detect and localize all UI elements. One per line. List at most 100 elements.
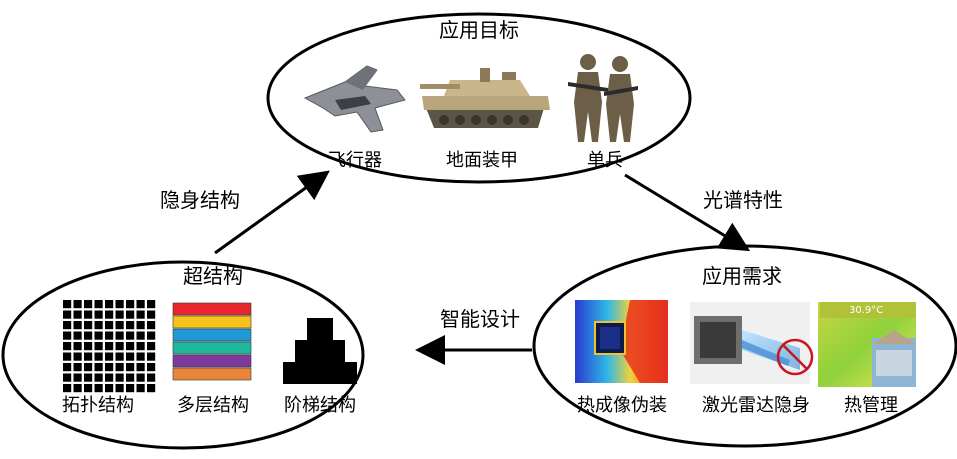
- stack-layer: [172, 315, 252, 329]
- grid-cell: [147, 342, 156, 351]
- grid-cell: [63, 384, 72, 393]
- grid-cell: [105, 352, 114, 361]
- grid-cell: [105, 310, 114, 319]
- soldiers-icon: [568, 54, 638, 142]
- grid-cell: [73, 331, 82, 340]
- left-item-label-stepped: 阶梯结构: [284, 395, 356, 416]
- grid-cell: [94, 352, 103, 361]
- grid-cell: [84, 373, 93, 382]
- grid-cell: [126, 321, 135, 330]
- stack-layer: [172, 354, 252, 368]
- arrow-label-intelligent-design: 智能设计: [440, 307, 520, 331]
- grid-topology-icon: [63, 300, 156, 393]
- grid-cell: [94, 384, 103, 393]
- grid-cell: [115, 342, 124, 351]
- grid-cell: [84, 363, 93, 372]
- grid-cell: [63, 300, 72, 309]
- grid-cell: [105, 373, 114, 382]
- grid-cell: [94, 373, 103, 382]
- stack-layer: [172, 367, 252, 381]
- grid-cell: [115, 363, 124, 372]
- arrow-left-to-top: [214, 170, 330, 255]
- thermal-management-image: 30.9°C: [818, 302, 916, 387]
- grid-cell: [147, 300, 156, 309]
- grid-cell: [63, 373, 72, 382]
- grid-cell: [63, 310, 72, 319]
- grid-cell: [73, 300, 82, 309]
- left-ellipse: [1, 260, 365, 450]
- grid-cell: [84, 310, 93, 319]
- left-ellipse-title: 超结构: [183, 264, 243, 288]
- left-item-label-multilayer: 多层结构: [177, 395, 249, 416]
- grid-cell: [84, 300, 93, 309]
- grid-cell: [94, 310, 103, 319]
- grid-cell: [126, 342, 135, 351]
- top-item-label-armor: 地面装甲: [446, 150, 518, 171]
- grid-cell: [126, 331, 135, 340]
- grid-cell: [147, 363, 156, 372]
- grid-cell: [147, 384, 156, 393]
- grid-cell: [136, 300, 145, 309]
- grid-cell: [126, 352, 135, 361]
- grid-cell: [73, 352, 82, 361]
- jet-aircraft-icon: [303, 65, 406, 133]
- top-ellipse: [266, 12, 692, 184]
- grid-cell: [115, 384, 124, 393]
- grid-cell: [84, 384, 93, 393]
- grid-cell: [105, 342, 114, 351]
- grid-cell: [94, 300, 103, 309]
- grid-cell: [115, 300, 124, 309]
- grid-cell: [136, 321, 145, 330]
- grid-cell: [136, 363, 145, 372]
- grid-cell: [84, 342, 93, 351]
- right-ellipse-title: 应用需求: [702, 264, 782, 288]
- grid-cell: [115, 331, 124, 340]
- prohibited-icon: [776, 338, 814, 376]
- grid-cell: [73, 363, 82, 372]
- grid-cell: [136, 384, 145, 393]
- grid-cell: [94, 363, 103, 372]
- step-pyramid-icon: [283, 318, 357, 384]
- grid-cell: [84, 331, 93, 340]
- grid-cell: [136, 342, 145, 351]
- grid-cell: [136, 310, 145, 319]
- arrow-top-to-right: [624, 173, 751, 252]
- grid-cell: [115, 310, 124, 319]
- grid-cell: [126, 310, 135, 319]
- thermal-camouflage-image: [575, 300, 668, 383]
- stack-layer: [172, 328, 252, 342]
- thermal-readout: 30.9°C: [849, 305, 883, 316]
- grid-cell: [63, 321, 72, 330]
- grid-cell: [126, 373, 135, 382]
- grid-cell: [147, 352, 156, 361]
- grid-cell: [63, 331, 72, 340]
- grid-cell: [84, 321, 93, 330]
- grid-cell: [115, 352, 124, 361]
- left-item-label-topology: 拓扑结构: [62, 395, 134, 416]
- right-item-label-thermal-mgmt: 热管理: [844, 395, 898, 416]
- lidar-stealth-image: [690, 302, 810, 384]
- grid-cell: [126, 363, 135, 372]
- grid-cell: [115, 321, 124, 330]
- arrow-label-stealth-structure: 隐身结构: [160, 188, 240, 212]
- grid-cell: [94, 321, 103, 330]
- grid-cell: [63, 342, 72, 351]
- grid-cell: [105, 321, 114, 330]
- grid-cell: [105, 331, 114, 340]
- grid-cell: [94, 331, 103, 340]
- grid-cell: [126, 384, 135, 393]
- grid-cell: [73, 373, 82, 382]
- tank-icon: [420, 68, 550, 128]
- grid-cell: [63, 352, 72, 361]
- grid-cell: [147, 373, 156, 382]
- grid-cell: [73, 342, 82, 351]
- top-item-label-soldier: 单兵: [587, 150, 623, 171]
- grid-cell: [105, 363, 114, 372]
- grid-cell: [105, 300, 114, 309]
- stack-layer: [172, 302, 252, 316]
- grid-cell: [136, 373, 145, 382]
- grid-cell: [63, 363, 72, 372]
- grid-cell: [147, 310, 156, 319]
- top-item-label-aircraft: 飞行器: [328, 150, 382, 171]
- grid-cell: [136, 352, 145, 361]
